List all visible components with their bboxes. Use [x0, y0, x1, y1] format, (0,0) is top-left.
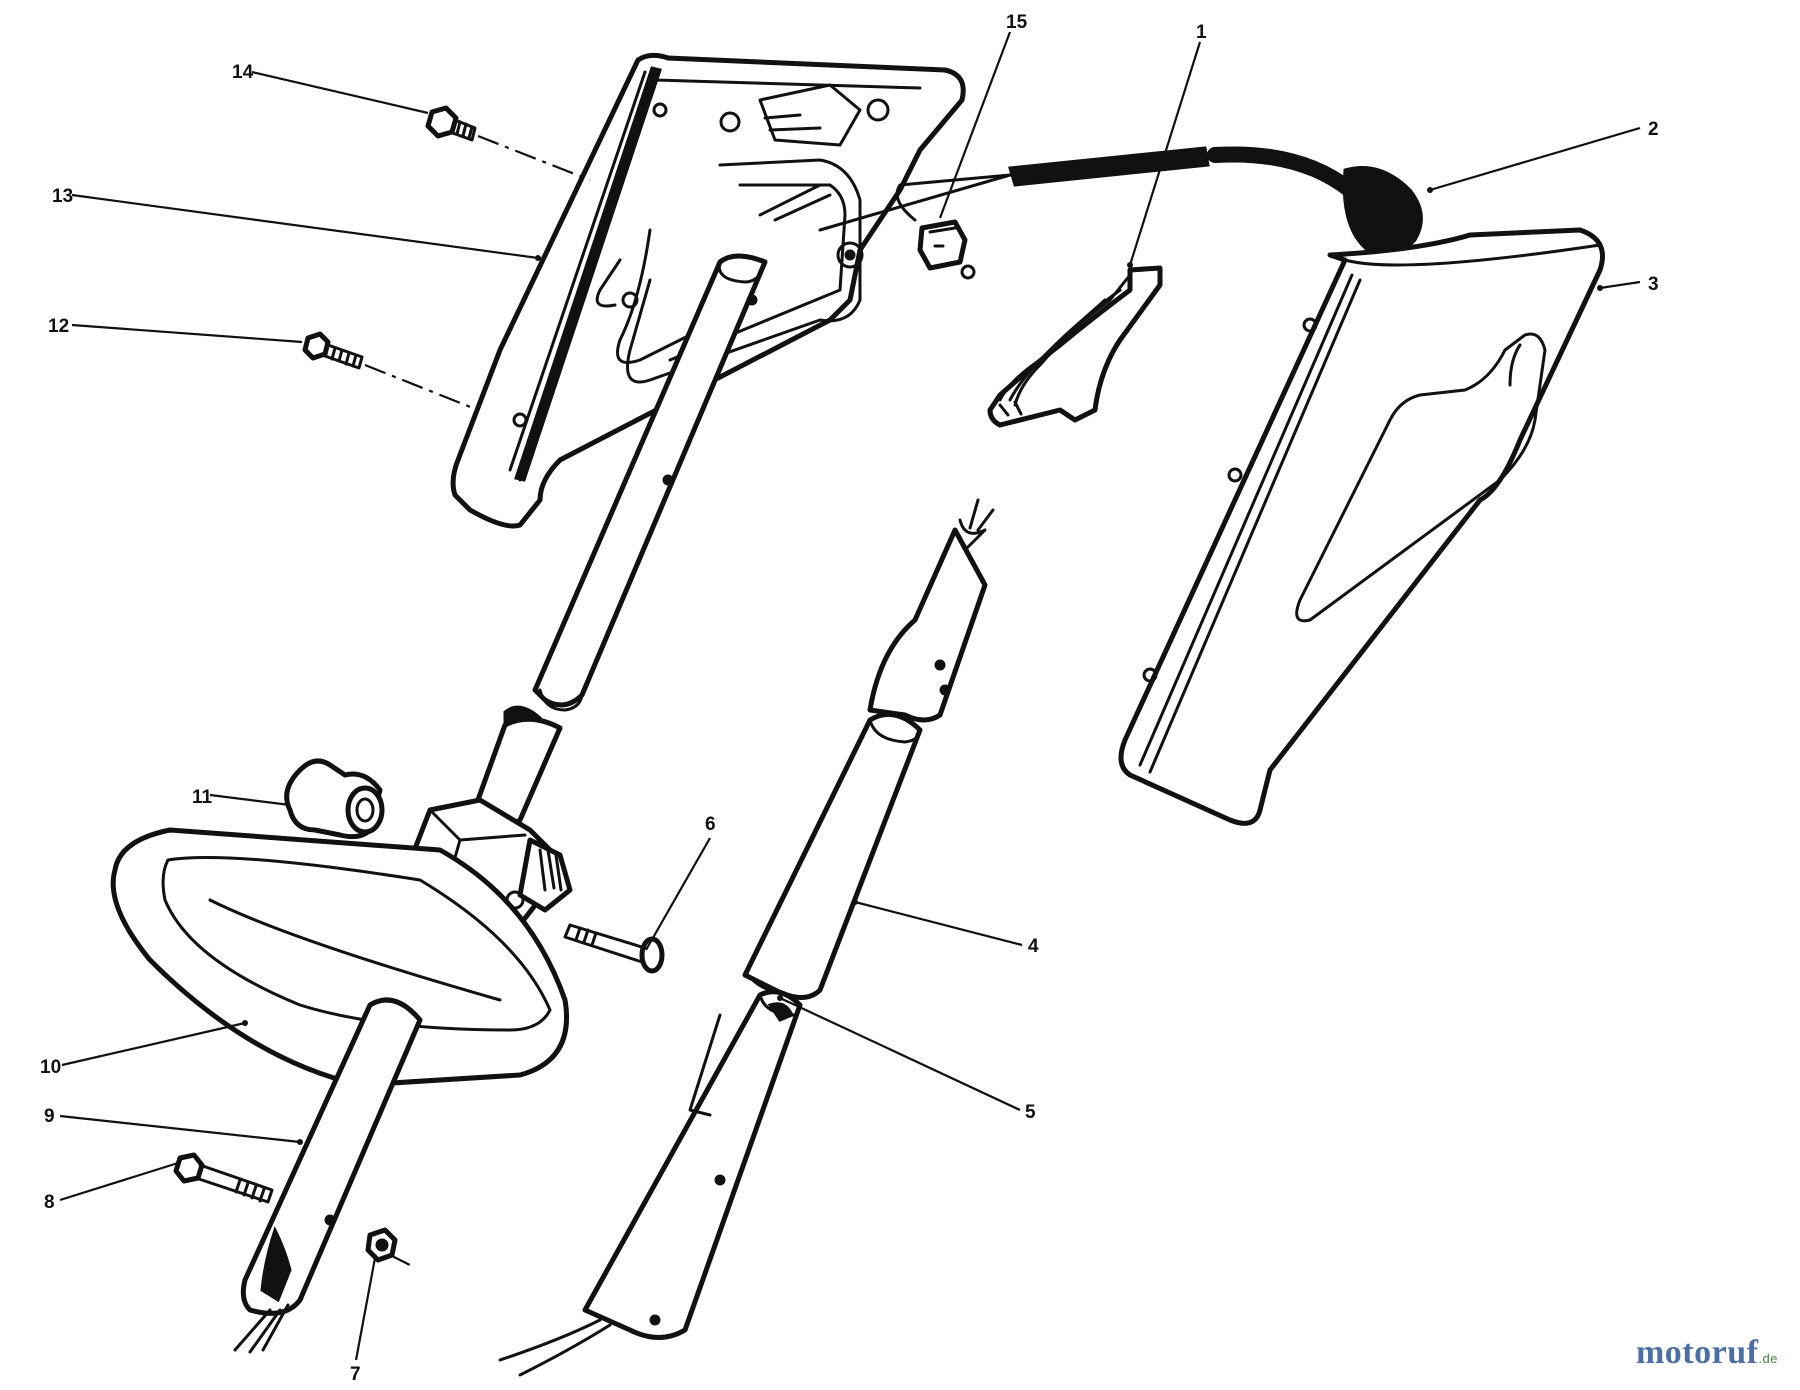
- callout-13: 13: [52, 186, 73, 207]
- screw-14: [425, 105, 477, 142]
- alignment-lines: [364, 134, 591, 1266]
- callout-12: 12: [48, 316, 69, 337]
- callout-labels: 1 2 3 4 5 6 7 8 9 10 11 12 13 14 15: [40, 12, 1659, 1385]
- callout-6: 6: [705, 814, 716, 835]
- callout-8: 8: [44, 1192, 55, 1213]
- callout-7: 7: [350, 1364, 361, 1385]
- switch-15: [895, 173, 1012, 280]
- watermark-brand: motoruf: [1635, 1334, 1759, 1371]
- site-watermark-logo: motoruf.de: [1636, 1334, 1778, 1372]
- knob-11: [284, 758, 385, 840]
- power-cord-2: [818, 146, 1423, 257]
- leader-lines: [59, 31, 1641, 1361]
- callout-2: 2: [1648, 119, 1659, 140]
- nut-7: [365, 1227, 398, 1263]
- callout-1: 1: [1196, 22, 1207, 43]
- loop-handle-10: [110, 827, 569, 1088]
- callout-10: 10: [40, 1057, 61, 1078]
- callout-11: 11: [192, 787, 213, 808]
- lower-tube: [233, 997, 423, 1354]
- cord-retainer-1: [987, 265, 1163, 428]
- watermark-tld: .de: [1758, 1351, 1778, 1366]
- callout-3: 3: [1648, 274, 1659, 295]
- handle-half-right: [1118, 227, 1605, 826]
- callout-9: 9: [44, 1106, 55, 1127]
- callout-15: 15: [1006, 12, 1028, 33]
- tube-5: [498, 989, 803, 1377]
- callout-14: 14: [232, 62, 254, 83]
- callout-5: 5: [1025, 1102, 1036, 1123]
- screw-12: [302, 331, 364, 370]
- callout-4: 4: [1028, 936, 1039, 957]
- tube-4: [742, 498, 995, 1000]
- bolt-8: [173, 1152, 274, 1204]
